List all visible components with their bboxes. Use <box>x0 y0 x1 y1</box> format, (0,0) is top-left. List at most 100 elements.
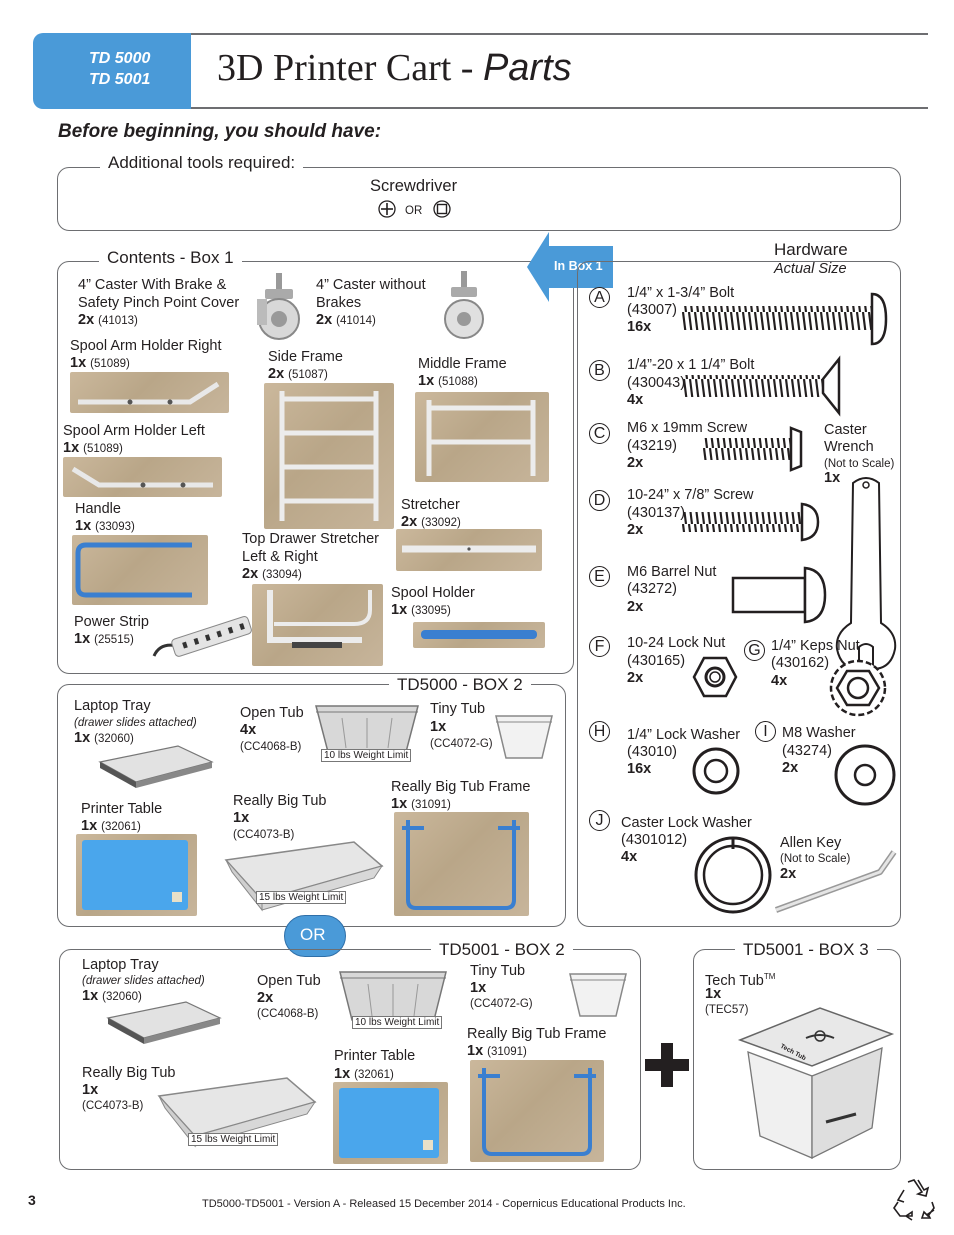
spool-left-qty: 1x (51089) <box>63 440 123 456</box>
page-number: 3 <box>28 1192 36 1208</box>
tech-tub-qty: 1x <box>705 986 722 1002</box>
wrench-label-1: Caster <box>824 422 867 438</box>
td5000-box2-title: TD5000 - BOX 2 <box>389 675 531 695</box>
hw-g-qty: 4x <box>771 673 788 689</box>
bolt-b-icon <box>683 355 841 417</box>
td5001-tub-frame-qty: 1x (31091) <box>467 1043 527 1059</box>
td5001-printer-table-label: Printer Table <box>334 1048 416 1064</box>
hardware-box <box>577 261 901 927</box>
or-badge <box>284 915 346 957</box>
td5001-tub-frame-label: Really Big Tub Frame <box>467 1026 607 1042</box>
wrench-note: (Not to Scale) <box>824 458 895 470</box>
hw-a-name: 1/4” x 1-3/4” Bolt <box>627 285 735 301</box>
spool-holder-label: Spool Holder <box>391 585 475 601</box>
hardware-letter-e: E <box>589 566 610 587</box>
hw-h-name: 1/4” Lock Washer <box>627 727 741 743</box>
td5001-box2-title: TD5001 - BOX 2 <box>431 940 573 960</box>
hardware-letter-b: B <box>589 360 610 381</box>
recycle-icon <box>893 1179 935 1221</box>
td5000-tiny-tub-image <box>495 715 553 759</box>
hw-f-name: 10-24 Lock Nut <box>627 635 726 651</box>
hardware-letter-j: J <box>589 810 610 831</box>
td5000-tiny-tub-code: (CC4072-G) <box>430 738 493 750</box>
hardware-letter-f: F <box>589 636 610 657</box>
td5000-tub-frame-label: Really Big Tub Frame <box>391 779 531 795</box>
allen-key-note: (Not to Scale) <box>780 853 851 865</box>
hw-f-qty: 2x <box>627 670 644 686</box>
tech-tub-code: (TEC57) <box>705 1004 749 1016</box>
hw-f-code: (430165) <box>627 653 686 669</box>
barrel-nut-icon <box>731 566 827 624</box>
hw-b-code: (430043) <box>627 375 686 391</box>
td5001-open-tub-limit: 10 lbs Weight Limit <box>352 1016 443 1029</box>
hw-e-code: (43272) <box>627 581 677 597</box>
section-subtitle: Before beginning, you should have: <box>58 121 382 142</box>
td5000-tiny-tub-qty: 1x <box>430 719 447 735</box>
td5001-laptop-tray-image <box>106 1001 222 1044</box>
side-frame-label: Side Frame <box>268 349 343 365</box>
power-strip-qty: 1x (25515) <box>74 631 134 647</box>
top-drawer-image <box>252 584 383 666</box>
hw-j-qty: 4x <box>621 849 638 865</box>
td5001-printer-table-image <box>333 1082 448 1164</box>
caster-brake-label-2: Safety Pinch Point Cover <box>78 295 240 311</box>
stretcher-image <box>396 529 542 571</box>
td5001-tiny-tub-code: (CC4072-G) <box>470 998 533 1010</box>
hardware-subtitle: Actual Size <box>774 261 847 277</box>
td5000-open-tub-qty: 4x <box>240 722 257 738</box>
stretcher-qty: 2x (33092) <box>401 514 461 530</box>
td5000-printer-table-label: Printer Table <box>81 801 163 817</box>
keps-nut-icon <box>829 659 887 717</box>
middle-frame-label: Middle Frame <box>418 356 507 372</box>
page-title: 3D Printer Cart - Parts <box>217 46 572 90</box>
contents-box-1 <box>57 261 574 674</box>
td5001-laptop-tray-qty: 1x (32060) <box>82 988 142 1004</box>
spool-holder-qty: 1x (33095) <box>391 602 451 618</box>
footer-text: TD5000-TD5001 - Version A - Released 15 … <box>202 1198 686 1210</box>
allen-key-qty: 2x <box>780 866 797 882</box>
hw-d-name: 10-24” x 7/8” Screw <box>627 487 754 503</box>
m8-washer-icon <box>834 744 896 806</box>
hw-b-qty: 4x <box>627 392 644 408</box>
hw-g-name: 1/4” Keps Nut <box>771 638 860 654</box>
td5001-big-tub-qty: 1x <box>82 1082 99 1098</box>
hw-g-code: (430162) <box>771 655 830 671</box>
header-rule-bottom <box>191 107 928 109</box>
stretcher-label: Stretcher <box>401 497 460 513</box>
td5000-open-tub-label: Open Tub <box>240 705 304 721</box>
lock-nut-icon <box>692 656 738 698</box>
spool-left-image <box>63 457 222 497</box>
td5000-laptop-tray-image <box>98 745 214 788</box>
hw-h-qty: 16x <box>627 761 652 777</box>
tech-tub-label: Tech TubTM <box>705 972 776 989</box>
td5000-laptop-tray-label: Laptop Tray <box>74 698 151 714</box>
td5001-box3-title: TD5001 - BOX 3 <box>735 940 877 960</box>
caster-brake-image <box>257 273 300 340</box>
td5000-printer-table-qty: 1x (32061) <box>81 818 141 834</box>
phillips-icon <box>378 200 396 218</box>
hardware-letter-i: I <box>755 721 776 742</box>
td5000-big-tub-label: Really Big Tub <box>233 793 327 809</box>
square-drive-icon <box>433 200 451 218</box>
spool-left-label: Spool Arm Holder Left <box>63 423 205 439</box>
td5000-tiny-tub-label: Tiny Tub <box>430 701 486 717</box>
td5000-open-tub-limit: 10 lbs Weight Limit <box>321 749 412 762</box>
hw-c-code: (43219) <box>627 438 677 454</box>
top-drawer-qty: 2x (33094) <box>242 566 302 582</box>
hw-j-name: Caster Lock Washer <box>621 815 752 831</box>
bolt-a-icon <box>682 292 888 346</box>
hw-d-qty: 2x <box>627 522 644 538</box>
td5000-open-tub-code: (CC4068-B) <box>240 741 302 753</box>
plus-icon <box>645 1043 689 1087</box>
td5001-tiny-tub-qty: 1x <box>470 980 487 996</box>
hw-i-name: M8 Washer <box>782 725 856 741</box>
model-number-2: TD 5001 <box>89 71 151 88</box>
td5000-big-tub-limit: 15 lbs Weight Limit <box>256 891 347 904</box>
wrench-qty: 1x <box>824 470 841 486</box>
caster-brake-label-1: 4” Caster With Brake & <box>78 277 227 293</box>
hw-e-name: M6 Barrel Nut <box>627 564 717 580</box>
td5001-open-tub-code: (CC4068-B) <box>257 1008 319 1020</box>
caster-nobrake-label-1: 4” Caster without <box>316 277 426 293</box>
model-number-1: TD 5000 <box>89 50 151 67</box>
td5001-box2 <box>59 949 641 1170</box>
